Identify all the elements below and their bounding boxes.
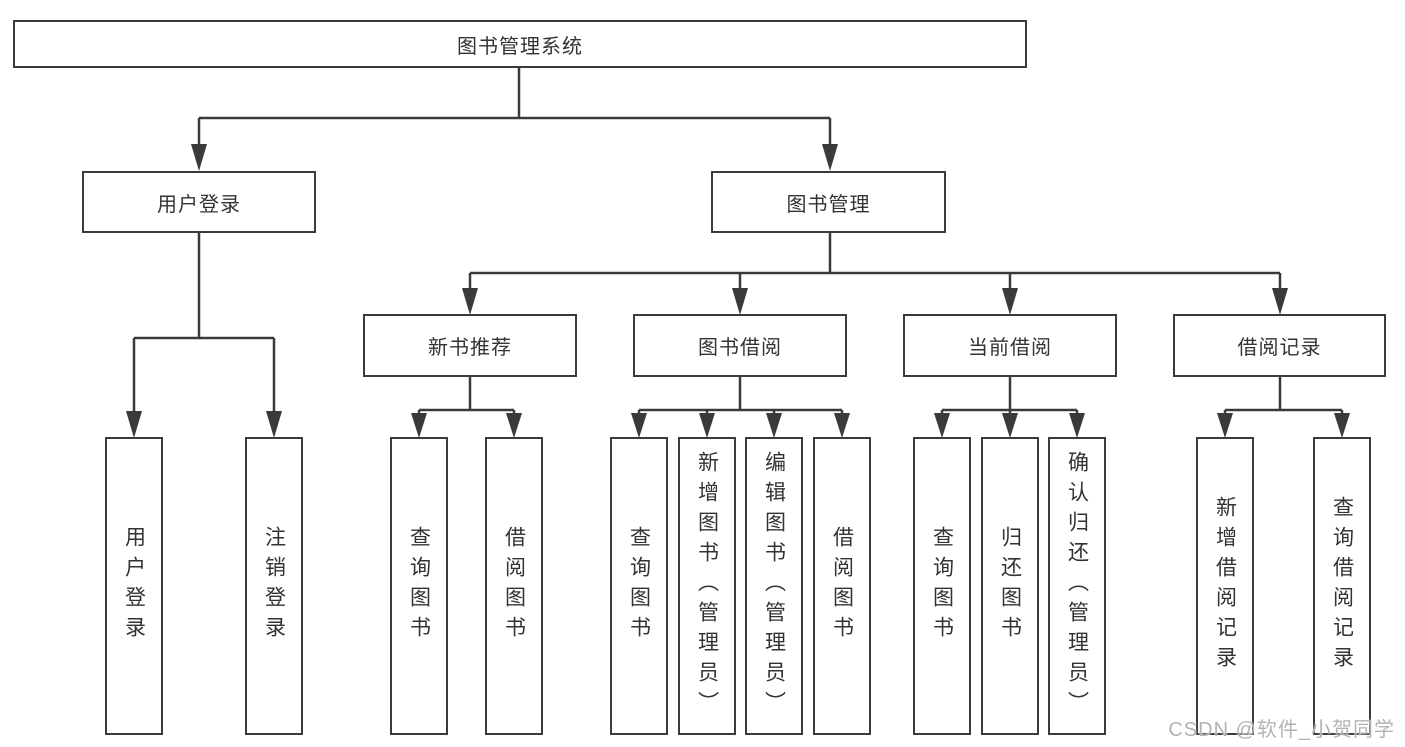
leaf-borrow-book: 借阅图书 (813, 437, 871, 735)
watermark: CSDN @软件_小贺同学 (1168, 719, 1395, 741)
leaf-query-book-borrow: 查询图书 (610, 437, 668, 735)
leaf-query-current-borrow-label: 查询图书 (930, 526, 954, 646)
leaf-add-borrow-record: 新增借阅记录 (1196, 437, 1254, 735)
leaf-borrow-book-label: 借阅图书 (830, 526, 854, 646)
leaf-edit-book-admin: 编辑图书（管理员） (745, 437, 803, 735)
leaf-user-login-label: 用户登录 (122, 526, 146, 646)
node-current-borrow: 当前借阅 (903, 314, 1117, 377)
leaf-confirm-return-admin: 确认归还（管理员） (1048, 437, 1106, 735)
node-user-login: 用户登录 (82, 171, 316, 233)
leaf-query-book-borrow-label: 查询图书 (627, 526, 651, 646)
node-book-borrow: 图书借阅 (633, 314, 847, 377)
leaf-return-book-label: 归还图书 (998, 526, 1022, 646)
node-book-management-label: 图书管理 (786, 193, 871, 216)
leaf-add-book-admin-label: 新增图书（管理员） (695, 451, 719, 721)
node-user-login-label: 用户登录 (157, 193, 241, 216)
leaf-query-current-borrow: 查询图书 (913, 437, 971, 735)
leaf-query-book-recommend-label: 查询图书 (407, 526, 431, 646)
leaf-query-borrow-record: 查询借阅记录 (1313, 437, 1371, 735)
leaf-logout: 注销登录 (245, 437, 303, 735)
node-book-management: 图书管理 (711, 171, 946, 233)
leaf-add-book-admin: 新增图书（管理员） (678, 437, 736, 735)
node-borrow-record: 借阅记录 (1173, 314, 1386, 377)
leaf-logout-label: 注销登录 (262, 526, 286, 646)
leaf-query-borrow-record-label: 查询借阅记录 (1330, 496, 1354, 676)
leaf-query-book-recommend: 查询图书 (390, 437, 448, 735)
node-borrow-record-label: 借阅记录 (1237, 337, 1322, 359)
leaf-borrow-book-recommend: 借阅图书 (485, 437, 543, 735)
node-current-borrow-label: 当前借阅 (968, 337, 1052, 359)
node-root: 图书管理系统 (13, 20, 1027, 68)
node-new-book-recommend: 新书推荐 (363, 314, 577, 377)
node-book-borrow-label: 图书借阅 (698, 337, 782, 359)
leaf-edit-book-admin-label: 编辑图书（管理员） (762, 451, 786, 721)
leaf-user-login: 用户登录 (105, 437, 163, 735)
leaf-add-borrow-record-label: 新增借阅记录 (1213, 496, 1237, 676)
node-root-label: 图书管理系统 (457, 35, 583, 58)
node-new-book-recommend-label: 新书推荐 (428, 337, 512, 359)
leaf-return-book: 归还图书 (981, 437, 1039, 735)
leaf-confirm-return-admin-label: 确认归还（管理员） (1065, 451, 1089, 721)
leaf-borrow-book-recommend-label: 借阅图书 (502, 526, 526, 646)
